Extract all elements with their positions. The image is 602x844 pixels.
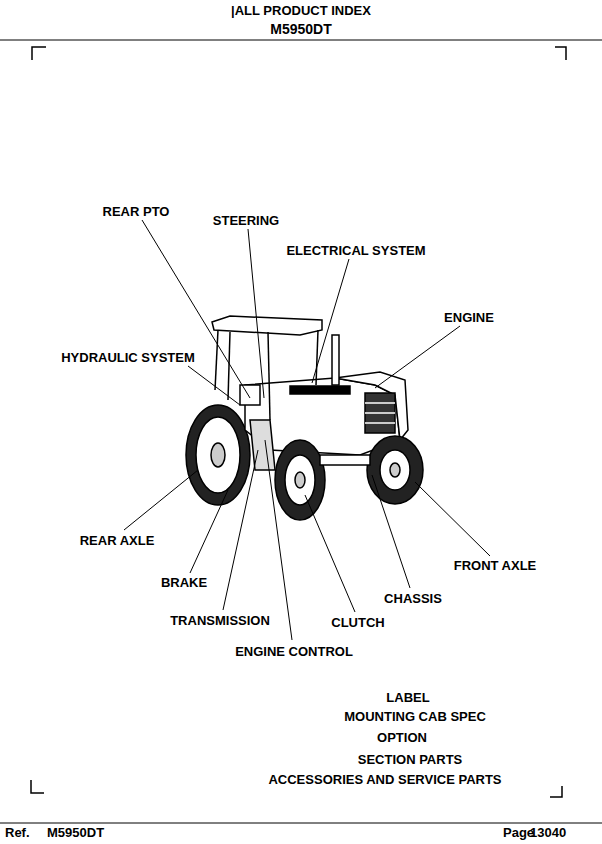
part-label: LABEL — [386, 691, 429, 704]
part-label: OPTION — [377, 731, 427, 744]
part-label: ACCESSORIES AND SERVICE PARTS — [268, 773, 501, 786]
page-title: |ALL PRODUCT INDEX — [231, 4, 371, 17]
part-label: ENGINE CONTROL — [235, 645, 353, 658]
part-label: ENGINE — [444, 311, 494, 324]
part-label: HYDRAULIC SYSTEM — [61, 351, 195, 364]
part-label: SECTION PARTS — [358, 753, 463, 766]
footer-text: Page — [503, 826, 534, 839]
part-label: CHASSIS — [384, 592, 442, 605]
part-label: BRAKE — [161, 576, 207, 589]
part-label: MOUNTING CAB SPEC — [344, 710, 486, 723]
part-label: TRANSMISSION — [170, 614, 270, 627]
part-label: REAR AXLE — [80, 534, 155, 547]
part-label: FRONT AXLE — [454, 559, 537, 572]
footer-text: Ref. — [5, 826, 30, 839]
part-label: ELECTRICAL SYSTEM — [286, 244, 425, 257]
part-label: STEERING — [213, 214, 279, 227]
leader-line — [124, 220, 490, 640]
part-label: REAR PTO — [103, 205, 170, 218]
footer-text: 13040 — [530, 826, 566, 839]
footer-text: M5950DT — [47, 826, 104, 839]
part-label: CLUTCH — [331, 616, 384, 629]
model-heading: M5950DT — [270, 22, 331, 36]
